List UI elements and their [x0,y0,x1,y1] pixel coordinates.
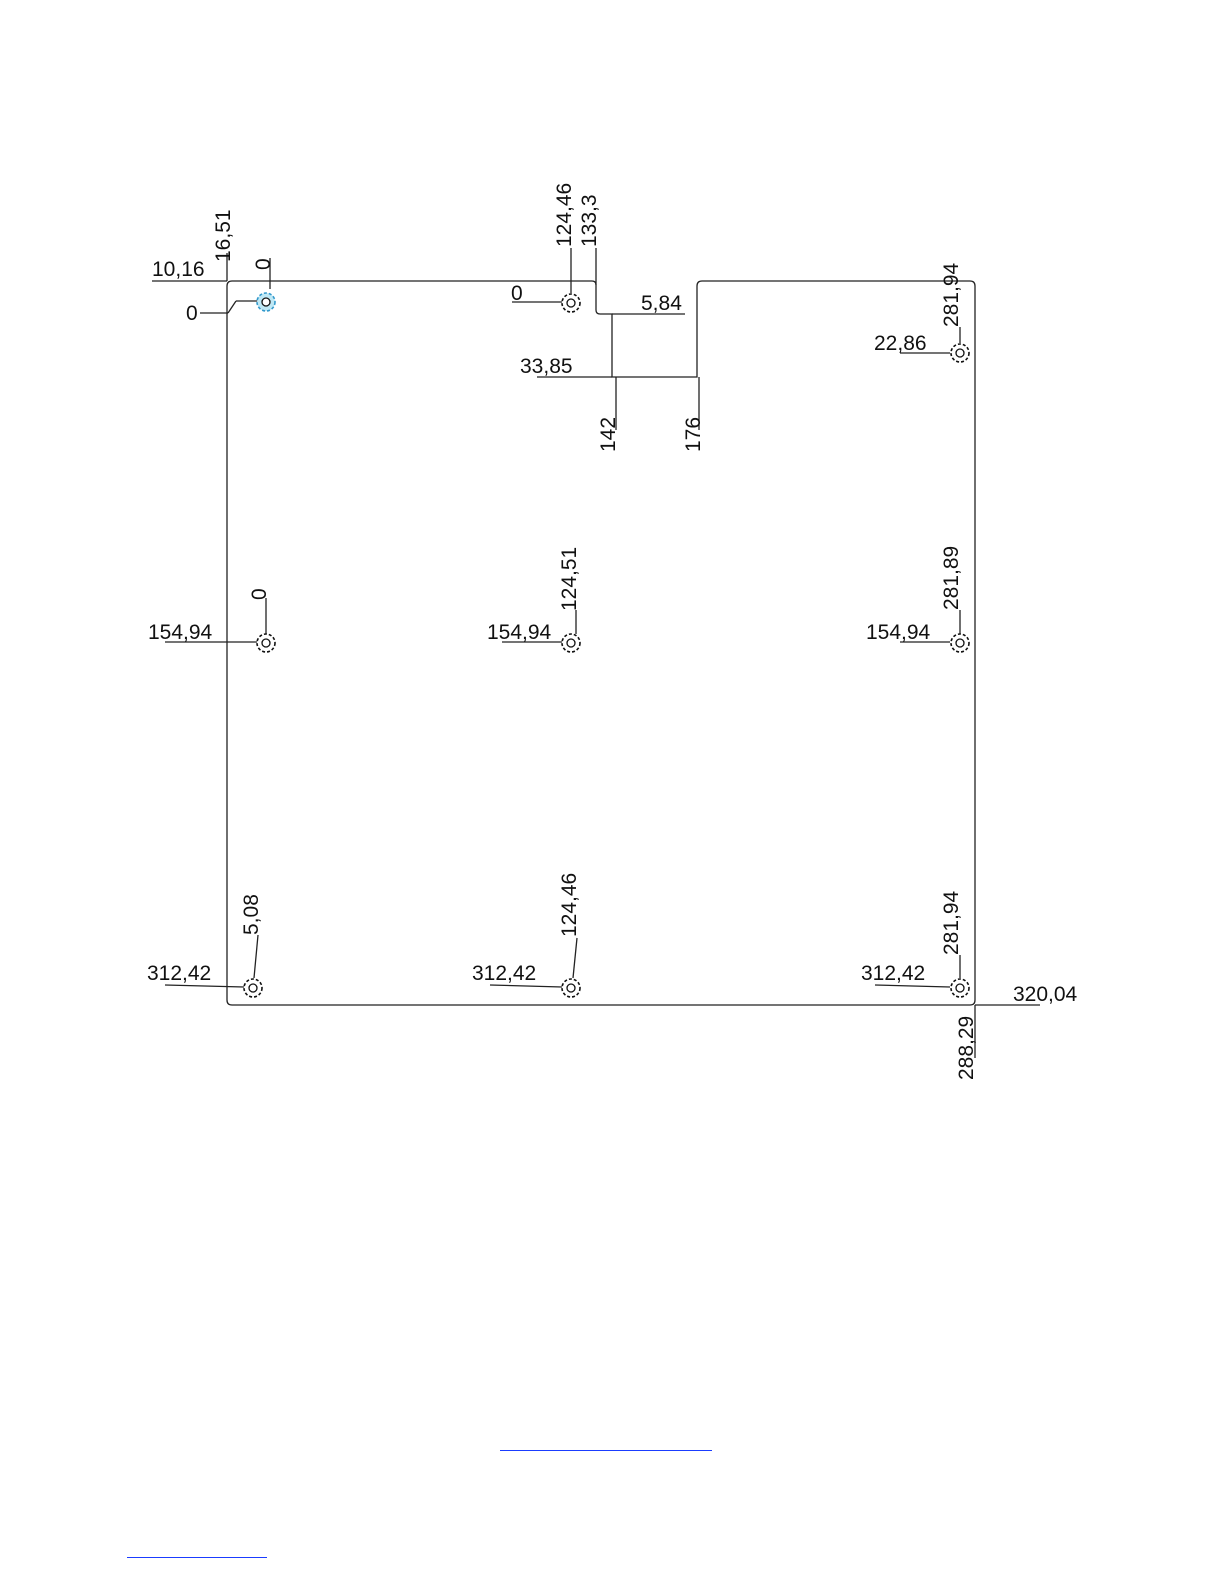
left-bottom-hole [244,979,262,997]
dim-center-y: 154,94 [487,621,552,644]
dim-142: 142 [597,417,620,452]
dim-right-mid-x: 281,89 [940,546,963,610]
center-hole [562,634,580,652]
leader-left-bottom-x [254,935,258,978]
dim-center-x: 124,51 [558,547,581,611]
leader-origin-y-2 [228,301,236,313]
dim-124-46-top: 124,46 [553,183,576,247]
leader-left-bottom-y [165,985,244,987]
right-mid-hole [951,634,969,652]
dim-320-04: 320,04 [1013,983,1078,1006]
dim-left-bottom-x: 5,08 [240,894,263,935]
dim-176: 176 [682,417,705,452]
dim-right-bottom-x: 281,94 [940,890,963,955]
leader-mid-bottom-x [573,938,577,978]
dim-origin-y: 0 [186,302,198,325]
dim-left-mid-x: 0 [248,588,271,600]
top-mid-hole [562,294,580,312]
dim-left-mid-y: 154,94 [148,621,213,644]
dim-288-29: 288,29 [955,1016,978,1080]
footer-link-2[interactable] [127,1557,267,1558]
board-outline [227,281,975,1005]
dim-right-mid-y: 154,94 [866,621,931,644]
leader-right-bottom-y [875,985,950,987]
top-right-hole [951,344,969,362]
leader-mid-bottom-y [490,985,562,987]
dim-33-85: 33,85 [520,355,573,378]
dim-mid-top-y: 0 [511,282,523,305]
dim-22-86: 22,86 [874,332,927,355]
footer-link-1[interactable] [500,1450,712,1451]
dim-origin-x: 0 [252,258,275,270]
dim-16-51: 16,51 [212,209,235,262]
dim-10-16: 10,16 [152,258,205,281]
dim-left-bottom-y: 312,42 [147,962,211,985]
left-mid-hole [257,634,275,652]
dim-5-84: 5,84 [641,292,682,315]
dim-281-94-top: 281,94 [940,262,963,327]
right-bottom-hole [951,979,969,997]
dim-133-3: 133,3 [578,194,601,247]
dim-mid-bottom-x: 124,46 [558,873,581,937]
origin-hole [257,293,275,311]
mid-bottom-hole [562,979,580,997]
dim-mid-bottom-y: 312,42 [472,962,536,985]
dim-right-bottom-y: 312,42 [861,962,925,985]
